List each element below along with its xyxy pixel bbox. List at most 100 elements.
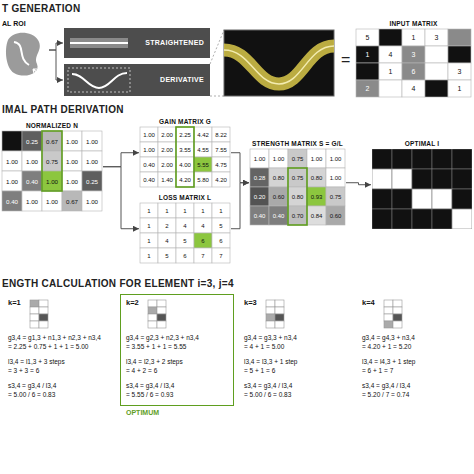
formula-line: = 5.55 / 6 = 0.93 bbox=[126, 391, 228, 398]
matrix-cell bbox=[158, 203, 176, 218]
path-cell bbox=[432, 189, 452, 209]
calc-box: k=3g3,4 = g3,3 + n3,4= 4 + 1 = 5.00l3,4 … bbox=[238, 294, 352, 406]
matrix-value: 5.80 bbox=[194, 172, 212, 187]
matrix-cell bbox=[62, 151, 82, 171]
matrix-value: 0.40 bbox=[250, 206, 269, 225]
matrix-cell bbox=[379, 63, 402, 80]
path-cell bbox=[452, 149, 472, 169]
matrix-value: 1 bbox=[402, 29, 425, 46]
matrix-value: 1.00 bbox=[62, 151, 82, 171]
connector-arrow bbox=[346, 183, 371, 185]
matrix-cell bbox=[82, 131, 102, 151]
matrix-value: 0.28 bbox=[250, 168, 269, 187]
icon-cell bbox=[266, 307, 275, 314]
k-label: k=4 bbox=[362, 299, 375, 308]
matrix-cell bbox=[425, 29, 448, 46]
matrix-cell bbox=[379, 29, 402, 46]
matrix-value: 4.42 bbox=[194, 127, 212, 142]
icon-cell bbox=[393, 314, 402, 321]
icon-cell bbox=[30, 321, 39, 328]
matrix-value: 4.00 bbox=[176, 157, 194, 172]
matrix-cell bbox=[448, 29, 471, 46]
zoomed-kymograph bbox=[224, 30, 334, 96]
calc-box: k=1g3,4 = g1,3 + n1,3 + n2,3 + n3,4= 2.2… bbox=[2, 294, 116, 406]
matrix-cell bbox=[82, 171, 102, 191]
icon-cell bbox=[30, 300, 39, 307]
calc-panel-optimum: k=2g3,4 = g2,3 + n2,3 + n3,4= 3.55 + 1 +… bbox=[120, 294, 234, 417]
connector-arrow bbox=[103, 167, 139, 229]
matrix-cell bbox=[356, 80, 379, 97]
matrix-cell bbox=[326, 149, 345, 168]
matrix-cell bbox=[140, 157, 158, 172]
matrix-cell bbox=[176, 233, 194, 248]
matrix-value: 2.25 bbox=[176, 127, 194, 142]
section-title: IMAL PATH DERIVATION bbox=[2, 104, 124, 116]
matrix-cell bbox=[250, 187, 269, 206]
matrix-cell bbox=[42, 151, 62, 171]
icon-cell bbox=[275, 314, 284, 321]
matrix-value: 0.75 bbox=[288, 149, 307, 168]
matrix-value: 4.75 bbox=[212, 157, 230, 172]
derivative-panel: DERIVATIVE bbox=[64, 64, 210, 96]
path-cell bbox=[412, 189, 432, 209]
matrix-value: 5 bbox=[212, 218, 230, 233]
roi-label: AL ROI bbox=[2, 20, 48, 28]
matrix-cell bbox=[158, 142, 176, 157]
highlight-column bbox=[42, 131, 62, 191]
matrix-cell bbox=[326, 187, 345, 206]
matrix-value: 1.00 bbox=[82, 191, 102, 211]
icon-cell bbox=[384, 307, 393, 314]
path-cell bbox=[412, 169, 432, 189]
matrix-value: 4 bbox=[194, 218, 212, 233]
matrix-cell bbox=[326, 206, 345, 225]
matrix-value: 1 bbox=[356, 46, 379, 63]
formula-line: g3,4 = g4,3 + n3,4 bbox=[362, 334, 464, 341]
icon-cell bbox=[39, 300, 48, 307]
matrix-cell bbox=[22, 151, 42, 171]
formula-line: = 5 + 1 = 6 bbox=[244, 367, 346, 374]
matrix-cell bbox=[402, 29, 425, 46]
matrix-title: GAIN MATRIX G bbox=[140, 118, 230, 125]
formula-line: = 4 + 1 = 5.00 bbox=[244, 343, 346, 350]
path-icon bbox=[29, 299, 49, 329]
formula-line: = 5.00 / 6 = 0.83 bbox=[244, 391, 346, 398]
formula-line: = 5.20 / 7 = 0.74 bbox=[362, 391, 464, 398]
matrix-cell bbox=[158, 157, 176, 172]
matrix-cell bbox=[176, 142, 194, 157]
connector-arrow bbox=[231, 183, 249, 229]
matrix-cell bbox=[212, 142, 230, 157]
icon-cell bbox=[275, 307, 284, 314]
icon-cell bbox=[148, 321, 157, 328]
path-icon bbox=[383, 299, 403, 329]
icon-cell bbox=[39, 314, 48, 321]
matrix-cell bbox=[176, 248, 194, 263]
matrix-cell bbox=[140, 248, 158, 263]
matrix-value: 1 bbox=[379, 63, 402, 80]
matrix-value: 5 bbox=[356, 29, 379, 46]
matrix-value: 0.40 bbox=[22, 171, 42, 191]
matrix-value: 0.60 bbox=[269, 187, 288, 206]
calc-box: k=4g3,4 = g4,3 + n3,4= 4.20 + 1 = 5.20l3… bbox=[356, 294, 470, 406]
path-grid bbox=[372, 149, 472, 229]
formula-line: l3,4 = l2,3 + 2 steps bbox=[126, 358, 228, 365]
matrix-value: 2.00 bbox=[158, 157, 176, 172]
matrix-cell bbox=[250, 149, 269, 168]
matrix-value: 4.55 bbox=[194, 142, 212, 157]
path-icon bbox=[147, 299, 167, 329]
icon-cell bbox=[384, 314, 393, 321]
path-cell bbox=[432, 169, 452, 189]
matrix-value: 1.00 bbox=[2, 171, 22, 191]
matrix-cell bbox=[194, 233, 212, 248]
icon-cell bbox=[384, 300, 393, 307]
matrix-value: 7.55 bbox=[212, 142, 230, 157]
section-title: T GENERATION bbox=[2, 3, 80, 15]
icon-cell bbox=[393, 321, 402, 328]
matrix-cell bbox=[82, 191, 102, 211]
matrix-value: 1.00 bbox=[2, 151, 22, 171]
matrix-cell bbox=[42, 131, 62, 151]
highlight-column bbox=[176, 127, 194, 187]
roi-signal bbox=[14, 42, 29, 65]
formula-line: g3,4 = g1,3 + n1,3 + n2,3 + n3,4 bbox=[8, 334, 110, 341]
matrix-value: 2.00 bbox=[158, 127, 176, 142]
matrix-cell bbox=[2, 151, 22, 171]
